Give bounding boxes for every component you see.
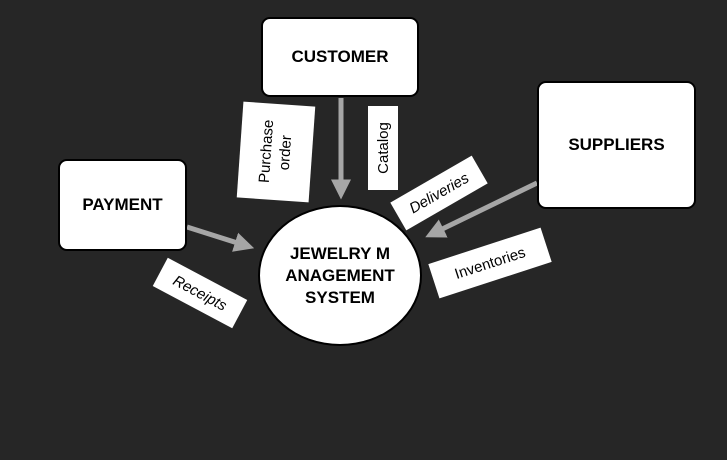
payment-box: PAYMENT <box>58 159 187 251</box>
payment-to-system-arrow <box>186 224 255 252</box>
suppliers-box: SUPPLIERS <box>537 81 696 209</box>
payment-label: PAYMENT <box>82 195 163 214</box>
suppliers-to-system-arrow <box>425 180 539 238</box>
catalog-flow-label: Catalog <box>368 106 398 190</box>
system-label: JEWELRY MANAGEMENT SYSTEM <box>285 243 395 307</box>
customer-label: CUSTOMER <box>291 47 389 66</box>
purchase-order-flow-label: Purchase order <box>236 101 316 203</box>
jewelry-management-system-node: JEWELRY MANAGEMENT SYSTEM <box>258 205 422 346</box>
suppliers-label: SUPPLIERS <box>568 135 665 154</box>
customer-box: CUSTOMER <box>261 17 419 97</box>
